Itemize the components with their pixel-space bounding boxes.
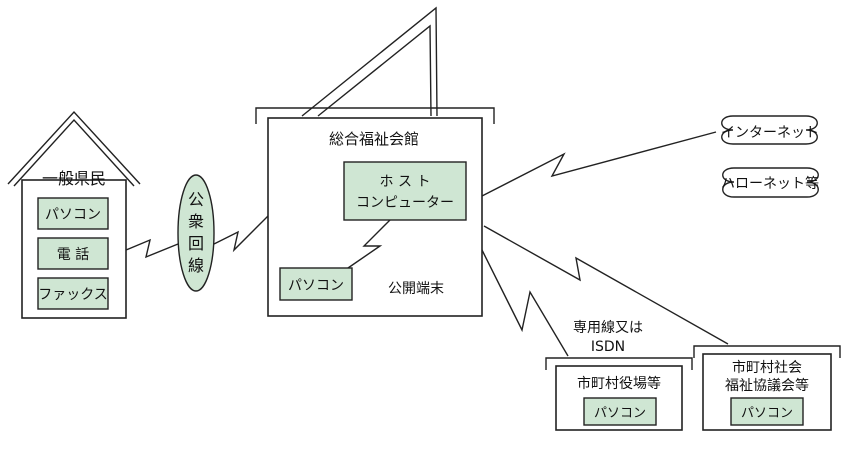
house-general-public: 一般県民 パソコン 電 話 ファックス	[7, 110, 141, 319]
public-line-char-4: 線	[188, 256, 204, 275]
public-line: 公 衆 回 線	[177, 174, 215, 292]
link-center-to-social	[483, 225, 729, 345]
link-host-to-terminal	[347, 219, 391, 269]
host-computer-label-1: ホ ス ト	[380, 174, 431, 190]
social-welfare-pc-box[interactable]	[730, 397, 804, 426]
house-title: 一般県民	[42, 169, 106, 188]
terminal-pc-label: パソコン	[288, 278, 344, 294]
internet-label: インターネット	[721, 125, 819, 141]
house-phone-box[interactable]	[37, 237, 109, 270]
link-center-to-municipal	[481, 249, 569, 357]
center-title: 総合福祉会館	[329, 130, 419, 148]
house-pc-box[interactable]	[37, 197, 109, 230]
house-pc-label: パソコン	[45, 207, 101, 223]
terminal-pc-box[interactable]	[279, 267, 353, 301]
social-welfare-title-1: 市町村社会	[732, 359, 802, 376]
public-line-char-1: 公	[188, 190, 204, 209]
municipal-office: 市町村役場等 パソコン	[545, 357, 693, 431]
house-phone-label: 電 話	[57, 246, 89, 263]
host-computer-label-2: コンピューター	[356, 195, 454, 211]
dedicated-line-label-2: ISDN	[591, 339, 625, 355]
house-fax-label: ファックス	[38, 287, 108, 303]
social-welfare-roof	[693, 345, 841, 358]
public-terminal-label: 公開端末	[388, 281, 444, 297]
link-public-line-to-center	[213, 215, 269, 253]
dedicated-line-label-1: 専用線又は	[573, 320, 643, 336]
hellonet-cloud[interactable]: ハローネット等	[721, 167, 819, 198]
municipal-pc-box[interactable]	[583, 397, 657, 426]
welfare-center: 総合福祉会館 ホ ス ト コンピューター パソコン 公開端末	[255, 107, 495, 317]
antenna	[301, 6, 438, 117]
link-center-to-internet	[481, 131, 717, 197]
public-line-char-3: 回	[188, 234, 204, 253]
social-welfare-pc-label: パソコン	[741, 406, 793, 421]
house-roof	[7, 110, 141, 185]
host-computer-box[interactable]	[343, 161, 467, 221]
public-line-char-2: 衆	[188, 212, 204, 231]
link-house-to-public-line	[125, 238, 179, 259]
hellonet-label: ハローネット等	[721, 175, 819, 192]
internet-cloud[interactable]: インターネット	[721, 115, 819, 145]
public-line-ellipse	[177, 174, 215, 292]
social-welfare-title-2: 福祉協議会等	[725, 377, 809, 394]
municipal-office-title: 市町村役場等	[577, 375, 661, 392]
house-fax-box[interactable]	[37, 277, 109, 310]
municipal-pc-label: パソコン	[594, 406, 646, 421]
social-welfare-council: 市町村社会 福祉協議会等 パソコン	[693, 345, 841, 431]
center-roof	[255, 107, 495, 124]
municipal-office-roof	[545, 357, 693, 370]
